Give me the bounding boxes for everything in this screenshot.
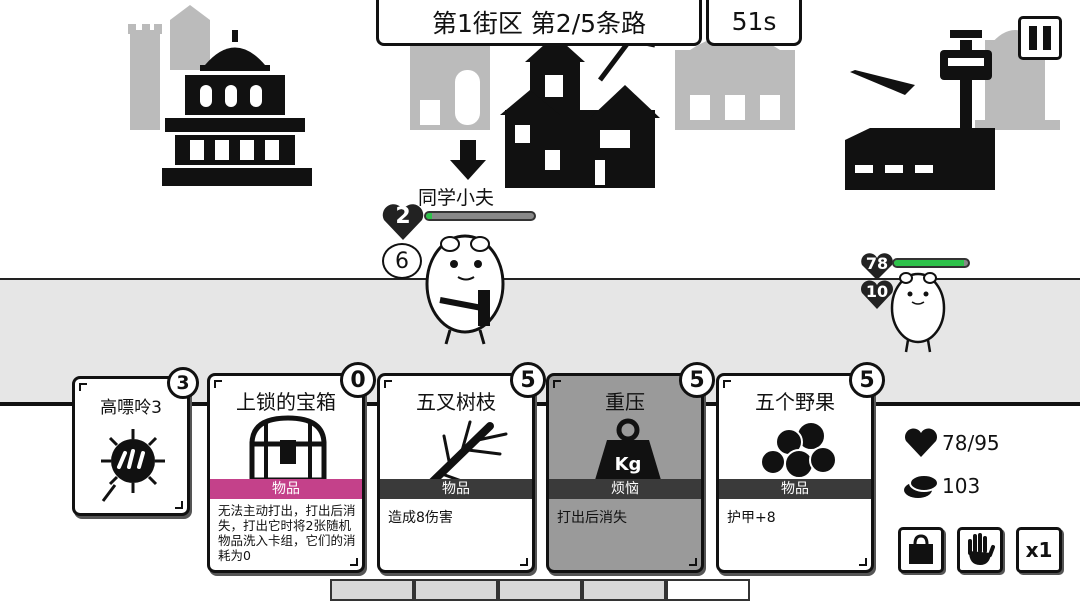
armor-heart-icon	[382, 204, 424, 240]
enemy-hp-heart-icon	[861, 253, 893, 280]
health-value: 78/95	[942, 431, 1000, 455]
card-gao-piao-ling[interactable]: 高嘌呤3 3	[72, 367, 199, 516]
coins-value: 103	[942, 474, 981, 498]
turn-timer: 51s	[706, 0, 802, 46]
speed-label: x1	[1025, 538, 1053, 562]
enemy-hp-value: 78	[865, 254, 889, 273]
card-description: 护甲+8	[727, 510, 776, 526]
speed-button[interactable]: x1	[1016, 527, 1062, 573]
shopping-bag-icon	[909, 534, 933, 564]
enemy-shield-value: 10	[865, 282, 889, 301]
card-title: 五叉树枝	[416, 390, 496, 414]
player-hp-bar	[424, 211, 536, 221]
card-title: 上锁的宝箱	[236, 390, 336, 414]
pause-button[interactable]	[1018, 16, 1062, 60]
deck-button[interactable]	[957, 527, 1003, 573]
card-title: 高嘌呤3	[100, 398, 162, 418]
timer-label: 51s	[731, 7, 777, 36]
card-type-band: 物品	[380, 479, 532, 499]
location-banner: 第1街区 第2/5条路	[376, 0, 702, 46]
card-heavy-pressure[interactable]: 重压 5 Kg 烦恼 打出后消失	[546, 362, 715, 573]
player-name: 同学小夫	[418, 187, 495, 209]
player-hamster-sprite	[425, 234, 505, 345]
card-five-fork-branch[interactable]: 五叉树枝 5 物品 造成8伤害	[377, 362, 546, 573]
kg-weight-icon: Kg	[595, 418, 661, 480]
card-description: 无法主动打出，打出后消失，打出它时将2张随机物品洗入卡组，它们的消耗为0	[218, 503, 356, 563]
card-cost: 5	[849, 362, 885, 398]
spiked-hand-icon	[101, 429, 165, 502]
card-type-band: 物品	[210, 479, 362, 499]
health-heart-icon	[905, 428, 937, 457]
enemy-hamster-sprite	[890, 272, 946, 353]
player-attack-value: 6	[395, 248, 409, 274]
card-cost: 5	[679, 362, 715, 398]
pause-icon	[1029, 26, 1051, 50]
card-type-band: 烦恼	[549, 479, 701, 499]
player-armor-value: 2	[395, 204, 411, 229]
svg-text:Kg: Kg	[615, 454, 642, 475]
enemy-hp-bar	[892, 258, 970, 268]
enemy-shield-heart-icon	[861, 280, 893, 309]
card-title: 五个野果	[755, 390, 835, 414]
player-attack-badge: 6	[382, 243, 422, 279]
haunted-house	[500, 18, 660, 188]
coins-icon	[904, 474, 939, 498]
card-cost: 5	[510, 362, 546, 398]
card-type-band: 物品	[719, 479, 871, 499]
card-cost: 0	[340, 362, 376, 398]
bag-button[interactable]	[898, 527, 944, 573]
location-label: 第1街区 第2/5条路	[431, 8, 647, 38]
card-description: 打出后消失	[557, 510, 627, 526]
card-title: 重压	[605, 390, 645, 414]
card-five-wild-berries[interactable]: 五个野果 5 物品 护甲+8	[716, 362, 885, 573]
card-description: 造成8伤害	[388, 510, 453, 526]
berries-icon	[760, 421, 837, 479]
card-cost: 3	[167, 367, 199, 399]
target-arrow-icon	[450, 140, 486, 180]
card-locked-chest[interactable]: 上锁的宝箱 0 物品 无法主动打出，打出后消失，打出它时将2张随机物品洗入卡组，…	[207, 362, 376, 573]
hand-icon	[968, 533, 995, 565]
treasure-chest-icon	[249, 415, 327, 482]
